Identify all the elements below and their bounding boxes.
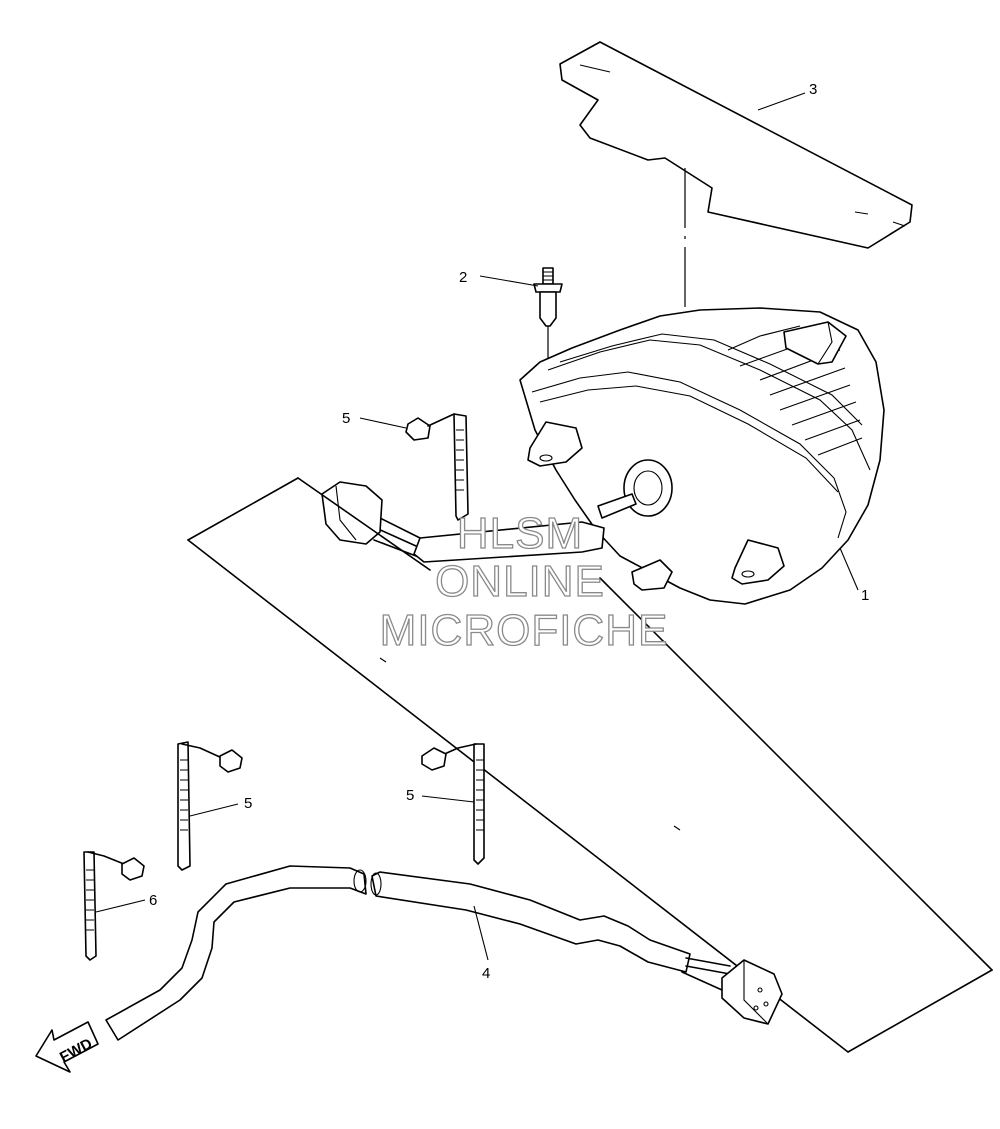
part-3-plate <box>559 41 913 249</box>
part-1-tail-light <box>519 307 885 605</box>
callout-part-3: 3 <box>809 81 817 98</box>
part-2-screw <box>533 267 563 327</box>
watermark-line-1: HLSM <box>457 509 583 558</box>
callout-part-2: 2 <box>459 269 467 286</box>
callout-labels: 1 2 3 4 5 5 5 6 <box>149 81 869 982</box>
callout-part-5-lower-right: 5 <box>406 787 414 804</box>
tail-light-wiring <box>321 481 637 563</box>
part-5-cable-tie-lower-left <box>177 741 243 871</box>
watermark-line-3: MICROFICHE <box>380 606 669 655</box>
watermark: HLSM ONLINE MICROFICHE <box>379 508 669 655</box>
callout-part-5-upper: 5 <box>342 410 350 427</box>
part-4-wire-harness <box>105 865 783 1041</box>
watermark-line-2: ONLINE <box>435 557 605 606</box>
leader-lines <box>95 92 859 961</box>
part-6-cable-tie <box>83 851 145 961</box>
forward-arrow-icon: FWD <box>35 1021 99 1073</box>
part-5-cable-tie-lower-right <box>421 743 485 865</box>
part-5-cable-tie-upper <box>405 413 469 521</box>
callout-part-5-lower-left: 5 <box>244 795 252 812</box>
callout-part-1: 1 <box>861 587 869 604</box>
callout-part-4: 4 <box>482 965 490 982</box>
callout-part-6: 6 <box>149 892 157 909</box>
